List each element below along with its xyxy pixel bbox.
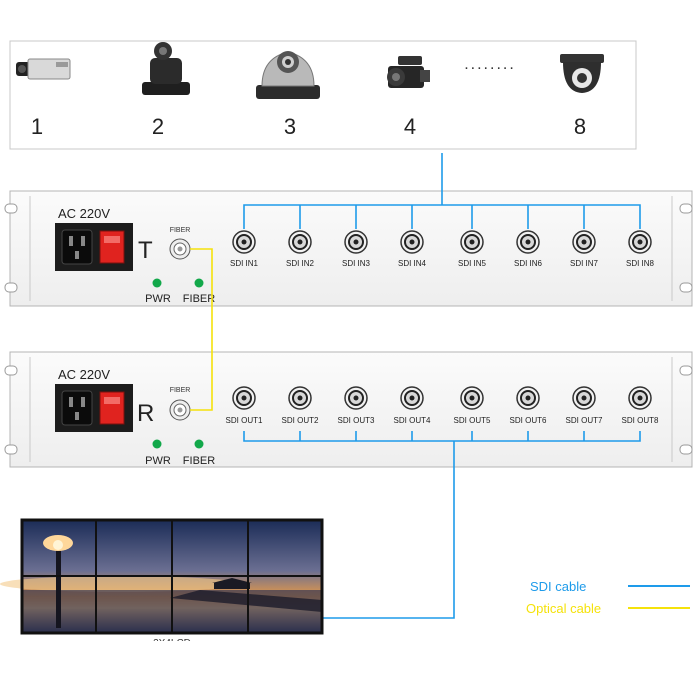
sdi-output-port[interactable] bbox=[232, 386, 256, 410]
sdi-output-port[interactable] bbox=[572, 386, 596, 410]
rack-mount-hole bbox=[679, 444, 693, 455]
rack-mount-hole bbox=[4, 282, 18, 293]
port-label: SDI OUT5 bbox=[454, 416, 491, 425]
port-label: SDI OUT1 bbox=[226, 416, 263, 425]
port-label: SDI IN3 bbox=[342, 259, 371, 268]
sdi-cable bbox=[243, 204, 641, 229]
sdi-output-port[interactable] bbox=[628, 386, 652, 410]
fiber-port[interactable] bbox=[169, 238, 191, 260]
port-label: SDI OUT7 bbox=[566, 416, 603, 425]
power-inlet bbox=[55, 223, 133, 271]
led-label: FIBER bbox=[183, 293, 215, 305]
led-label: PWR bbox=[145, 455, 171, 467]
port-label: SDI IN5 bbox=[458, 259, 487, 268]
sdi-cable bbox=[322, 441, 455, 619]
power-label: AC 220V bbox=[58, 367, 110, 382]
port-label: SDI IN8 bbox=[626, 259, 655, 268]
ptz-camera-icon bbox=[256, 51, 320, 99]
port-label: SDI IN4 bbox=[398, 259, 427, 268]
pwr-led bbox=[152, 439, 162, 449]
fiber-port-label: FIBER bbox=[170, 227, 191, 234]
rack-mount-hole bbox=[4, 444, 18, 455]
port-label: SDI OUT6 bbox=[510, 416, 547, 425]
transmitter-rack: AC 220V T FIBER PWR FIBER SDI IN1 SDI IN2… bbox=[4, 190, 693, 307]
dome-camera-icon bbox=[560, 54, 604, 93]
legend-sdi-label: SDI cable bbox=[530, 579, 586, 594]
sdi-cable bbox=[243, 431, 641, 442]
power-label: AC 220V bbox=[58, 206, 110, 221]
caption-mask bbox=[100, 641, 250, 653]
sdi-output-port[interactable] bbox=[400, 386, 424, 410]
port-label: SDI OUT2 bbox=[282, 416, 319, 425]
camera-number: 8 bbox=[574, 114, 586, 139]
cameras-ellipsis: ........ bbox=[464, 56, 516, 73]
camera-panel: ........ 1 2 3 4 8 bbox=[9, 40, 637, 150]
port-label: SDI IN6 bbox=[514, 259, 543, 268]
camera-number: 3 bbox=[284, 114, 296, 139]
port-label: SDI IN2 bbox=[286, 259, 315, 268]
power-switch[interactable] bbox=[99, 230, 125, 264]
sdi-input-port[interactable] bbox=[572, 230, 596, 254]
rack-mount-hole bbox=[4, 203, 18, 214]
led-label: PWR bbox=[145, 293, 171, 305]
camcorder-icon bbox=[387, 56, 430, 88]
port-label: SDI OUT3 bbox=[338, 416, 375, 425]
power-switch[interactable] bbox=[99, 391, 125, 425]
camera-number: 4 bbox=[404, 114, 416, 139]
rack-mount-hole bbox=[679, 282, 693, 293]
port-label: SDI OUT8 bbox=[622, 416, 659, 425]
port-label: SDI IN1 bbox=[230, 259, 259, 268]
unit-letter: R bbox=[137, 400, 154, 427]
pwr-led bbox=[152, 278, 162, 288]
sdi-output-ports: SDI OUT1 SDI OUT2 SDI OUT3 SDI OUT4 SDI OUT5… bbox=[226, 386, 659, 425]
rack-mount-hole bbox=[679, 365, 693, 376]
sdi-input-port[interactable] bbox=[628, 230, 652, 254]
optical-cable bbox=[190, 248, 213, 411]
box-camera-icon bbox=[16, 58, 71, 80]
port-label: SDI IN7 bbox=[570, 259, 599, 268]
video-wall-display bbox=[0, 518, 324, 635]
sdi-input-port[interactable] bbox=[460, 230, 484, 254]
conference-camera-icon bbox=[142, 42, 190, 95]
power-inlet bbox=[55, 384, 133, 432]
rack-mount-hole bbox=[679, 203, 693, 214]
legend-optical-label: Optical cable bbox=[526, 601, 601, 616]
sdi-output-port[interactable] bbox=[344, 386, 368, 410]
sdi-input-ports: SDI IN1 SDI IN2 SDI IN3 SDI IN4 SDI IN5 SDI I… bbox=[230, 230, 655, 268]
sdi-output-port[interactable] bbox=[460, 386, 484, 410]
fiber-port-label: FIBER bbox=[170, 387, 191, 394]
fiber-led bbox=[194, 278, 204, 288]
unit-letter: T bbox=[138, 237, 153, 264]
sdi-input-port[interactable] bbox=[232, 230, 256, 254]
sdi-input-port[interactable] bbox=[400, 230, 424, 254]
rack-mount-hole bbox=[4, 365, 18, 376]
camera-number: 2 bbox=[152, 114, 164, 139]
sdi-input-port[interactable] bbox=[344, 230, 368, 254]
led-label: FIBER bbox=[183, 455, 215, 467]
sdi-output-port[interactable] bbox=[516, 386, 540, 410]
sdi-input-port[interactable] bbox=[516, 230, 540, 254]
legend: SDI cable Optical cable bbox=[526, 579, 690, 616]
camera-number: 1 bbox=[31, 114, 43, 139]
sdi-cable-network bbox=[243, 153, 641, 619]
sdi-output-port[interactable] bbox=[288, 386, 312, 410]
port-label: SDI OUT4 bbox=[394, 416, 431, 425]
fiber-port[interactable] bbox=[169, 399, 191, 421]
fiber-led bbox=[194, 439, 204, 449]
sdi-input-port[interactable] bbox=[288, 230, 312, 254]
